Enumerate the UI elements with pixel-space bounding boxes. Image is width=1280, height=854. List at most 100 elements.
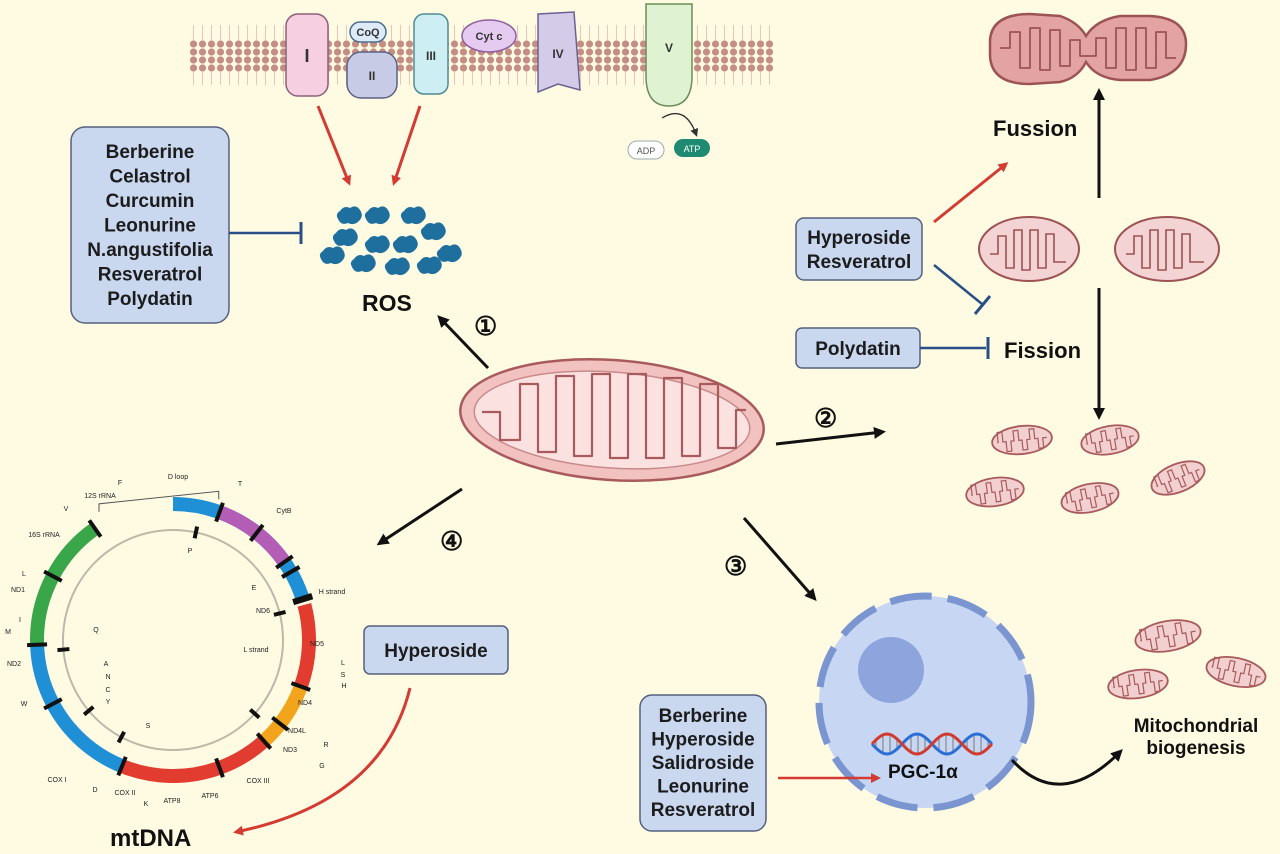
mtdna-gene-segment xyxy=(294,602,316,689)
fragment-mitochondrion xyxy=(1060,482,1120,514)
trna-marker xyxy=(43,569,63,583)
complex-2-label: II xyxy=(369,69,376,83)
fusion-label: Fussion xyxy=(993,116,1077,141)
fission-inhibitor-label: Polydatin xyxy=(815,339,901,360)
ros-particles xyxy=(319,206,462,276)
fragment-mitochondrion xyxy=(991,424,1053,456)
complex-4-label: IV xyxy=(552,47,563,61)
trna-marker xyxy=(214,757,225,778)
fragment-mitochondrion xyxy=(965,476,1025,508)
trna-marker xyxy=(87,519,103,538)
mitochondrion-pair xyxy=(978,216,1220,282)
mtdna-map-label: 16S rRNA xyxy=(28,532,60,539)
cytc-label: Cyt c xyxy=(476,31,503,43)
complex-5-label: V xyxy=(665,41,673,55)
mtdna-map-label: C xyxy=(105,687,110,694)
mtdna-map-label: ND5 xyxy=(310,641,324,648)
atp: ATP xyxy=(674,139,710,157)
mtdna-map-label: G xyxy=(319,763,324,770)
trna-marker xyxy=(271,715,290,732)
mtdna-gene-segment xyxy=(29,572,60,645)
fusion-promoter-box: Hyperoside Resveratrol xyxy=(795,217,923,281)
biogenesis-drug-item: Resveratrol xyxy=(651,800,756,821)
new-mitochondrion xyxy=(1107,668,1169,700)
arrow-complex1-ros xyxy=(316,105,352,186)
arrow-to-mtdna xyxy=(376,487,463,546)
fission-label: Fission xyxy=(1004,338,1081,363)
mtdna-map-label: H xyxy=(341,683,346,690)
mtdna-map-label: Y xyxy=(106,699,111,706)
ros-label: ROS xyxy=(362,290,412,316)
mtdna-map-label: S xyxy=(341,672,346,679)
mtdna-map-label: I xyxy=(19,617,21,624)
complex-1: I xyxy=(285,13,329,97)
ros-inhibitor-box: BerberineCelastrolCurcuminLeonurineN.ang… xyxy=(70,126,230,324)
ros-inhibitor-item: Curcumin xyxy=(106,191,195,212)
ros-inhibitor-item: Polydatin xyxy=(107,289,193,310)
complex-3-label: III xyxy=(426,49,436,63)
mtdna-gene-segment xyxy=(274,684,308,729)
complex-2: II xyxy=(346,51,398,99)
adp-atp-arrow xyxy=(661,113,699,137)
ros-inhibitor-item: Resveratrol xyxy=(98,265,203,286)
step-1: ① xyxy=(474,311,497,341)
fused-mitochondrion xyxy=(988,12,1188,86)
electron-transport-chain: I CoQ II III Cyt c IV V ADP xyxy=(190,3,775,160)
central-mitochondrion xyxy=(459,357,765,483)
arrow-promote-fusion xyxy=(933,162,1009,224)
adp: ADP xyxy=(627,140,665,160)
mtdna-map-label: ND4 xyxy=(298,700,312,707)
trna-marker xyxy=(290,681,311,692)
mtdna-gene-segment xyxy=(46,700,125,773)
mtdna-map-label: ND6 xyxy=(256,608,270,615)
ros-inhibitor-item: N.angustifolia xyxy=(87,240,213,261)
mtdna-gene-segment xyxy=(30,644,60,708)
mtdna-gene-segment xyxy=(119,759,222,783)
mtdna-drug-box: Hyperoside xyxy=(363,625,509,675)
trna-marker xyxy=(292,592,313,603)
mtdna-map-label: N xyxy=(105,674,110,681)
complex-4: IV xyxy=(537,11,581,94)
trna-marker-inner xyxy=(82,705,95,717)
ros-inhibitor-item: Leonurine xyxy=(104,216,196,237)
biogenesis-drug-item: Leonurine xyxy=(657,777,749,798)
mtdna-map-label: S xyxy=(146,723,151,730)
mtdna-gene-segment xyxy=(259,719,286,747)
arrow-to-fission xyxy=(775,426,886,446)
mtdna-map-label: H strand xyxy=(319,589,346,596)
fragmented-mitochondria xyxy=(965,424,1206,514)
mtdna-map-label: ATP8 xyxy=(164,798,181,805)
trna-marker-inner xyxy=(116,730,126,744)
trna-marker xyxy=(275,554,294,570)
arrow-complex3-ros xyxy=(391,105,422,186)
dna-helix xyxy=(870,732,994,756)
trna-marker xyxy=(116,756,128,777)
mtdna-map-label: R xyxy=(323,742,328,749)
fusion-promoter-1: Hyperoside xyxy=(807,228,910,249)
trna-marker xyxy=(292,595,314,606)
mtdna-drug-label: Hyperoside xyxy=(384,641,487,662)
mtdna-map-label: CytB xyxy=(276,508,292,515)
trna-marker xyxy=(43,697,63,711)
mtdna-map-label: ND1 xyxy=(11,587,25,594)
coq-label: CoQ xyxy=(356,27,380,39)
mtdna-gene-segment xyxy=(217,735,269,775)
mtdna-label: mtDNA xyxy=(110,825,191,852)
new-mitochondrion xyxy=(1205,656,1267,688)
step-2: ② xyxy=(814,403,837,433)
mtdna-map-label: M xyxy=(5,629,11,636)
atp-label: ATP xyxy=(684,144,701,154)
mtdna-map-label: 12S rRNA xyxy=(84,493,116,500)
trna-marker xyxy=(27,642,48,648)
pgc-label: PGC-1α xyxy=(888,762,958,783)
dloop-bracket xyxy=(98,490,220,512)
adp-label: ADP xyxy=(637,146,656,156)
biogenesis-drug-box: BerberineHyperosideSalidrosideLeonurineR… xyxy=(639,694,767,832)
new-mitochondria xyxy=(1107,619,1267,700)
mtdna-map-label: COX I xyxy=(47,777,66,784)
trna-marker-inner xyxy=(192,526,200,539)
mtdna-map-label: K xyxy=(144,801,149,808)
mtdna-map-label: L xyxy=(22,571,26,578)
mtdna-map-label: D xyxy=(92,787,97,794)
mtdna-map-label: L strand xyxy=(243,647,268,654)
